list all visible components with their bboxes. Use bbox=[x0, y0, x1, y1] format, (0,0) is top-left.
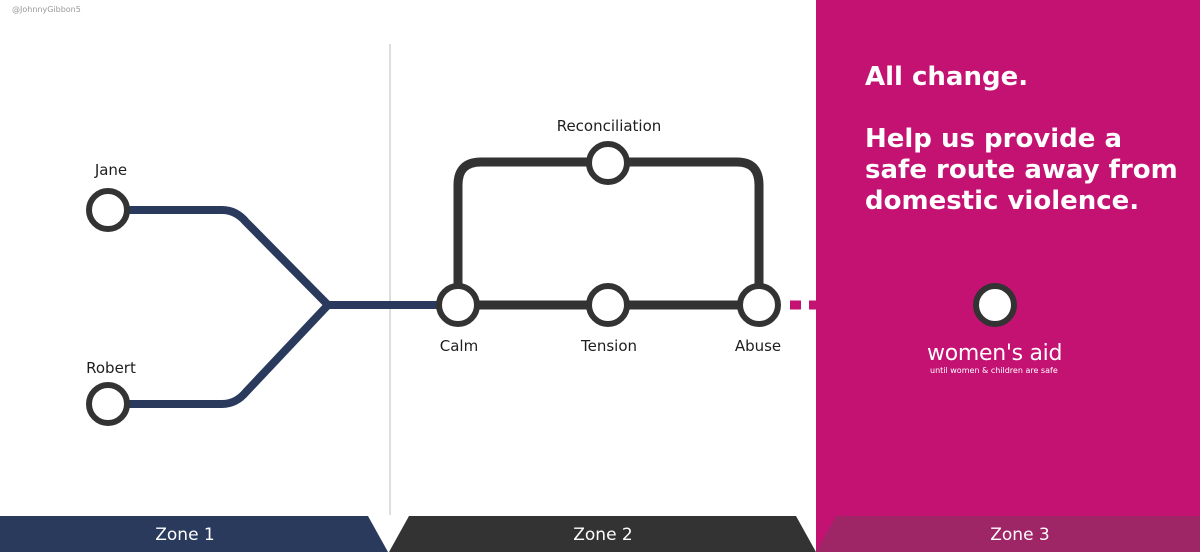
zone-2-bar bbox=[389, 516, 816, 552]
stations bbox=[86, 141, 1017, 426]
campaign-headline: All change. Help us provide a safe route… bbox=[865, 62, 1185, 217]
station-womens-aid bbox=[973, 283, 1017, 327]
station-tension bbox=[586, 283, 630, 327]
label-reconciliation: Reconciliation bbox=[557, 117, 662, 135]
womens-aid-logo: women's aid until women & children are s… bbox=[927, 342, 1062, 376]
logo-name: women's aid bbox=[927, 341, 1063, 366]
zone-3-label: Zone 3 bbox=[990, 525, 1050, 545]
zone-1-lines bbox=[104, 206, 462, 408]
station-reconciliation bbox=[586, 141, 630, 185]
zone-1-label: Zone 1 bbox=[155, 525, 215, 545]
station-calm bbox=[436, 283, 480, 327]
author-credit: @JohnnyGibbon5 bbox=[12, 5, 81, 14]
label-jane: Jane bbox=[94, 161, 127, 179]
robert-line bbox=[104, 301, 332, 408]
station-jane bbox=[86, 188, 130, 232]
logo-tagline: until women & children are safe bbox=[930, 366, 1058, 375]
station-abuse bbox=[737, 283, 781, 327]
headline-line-2: Help us provide a safe route away from d… bbox=[865, 124, 1178, 216]
headline-line-1: All change. bbox=[865, 62, 1029, 92]
label-calm: Calm bbox=[440, 337, 478, 355]
label-abuse: Abuse bbox=[735, 337, 781, 355]
zone-3-panel bbox=[816, 0, 1200, 552]
zone-3-bar bbox=[816, 516, 1200, 552]
zone-2-label: Zone 2 bbox=[573, 525, 633, 545]
station-robert bbox=[86, 382, 130, 426]
label-robert: Robert bbox=[86, 359, 136, 377]
label-tension: Tension bbox=[580, 337, 637, 355]
zone-1-bar bbox=[0, 516, 388, 552]
jane-line bbox=[104, 206, 332, 309]
